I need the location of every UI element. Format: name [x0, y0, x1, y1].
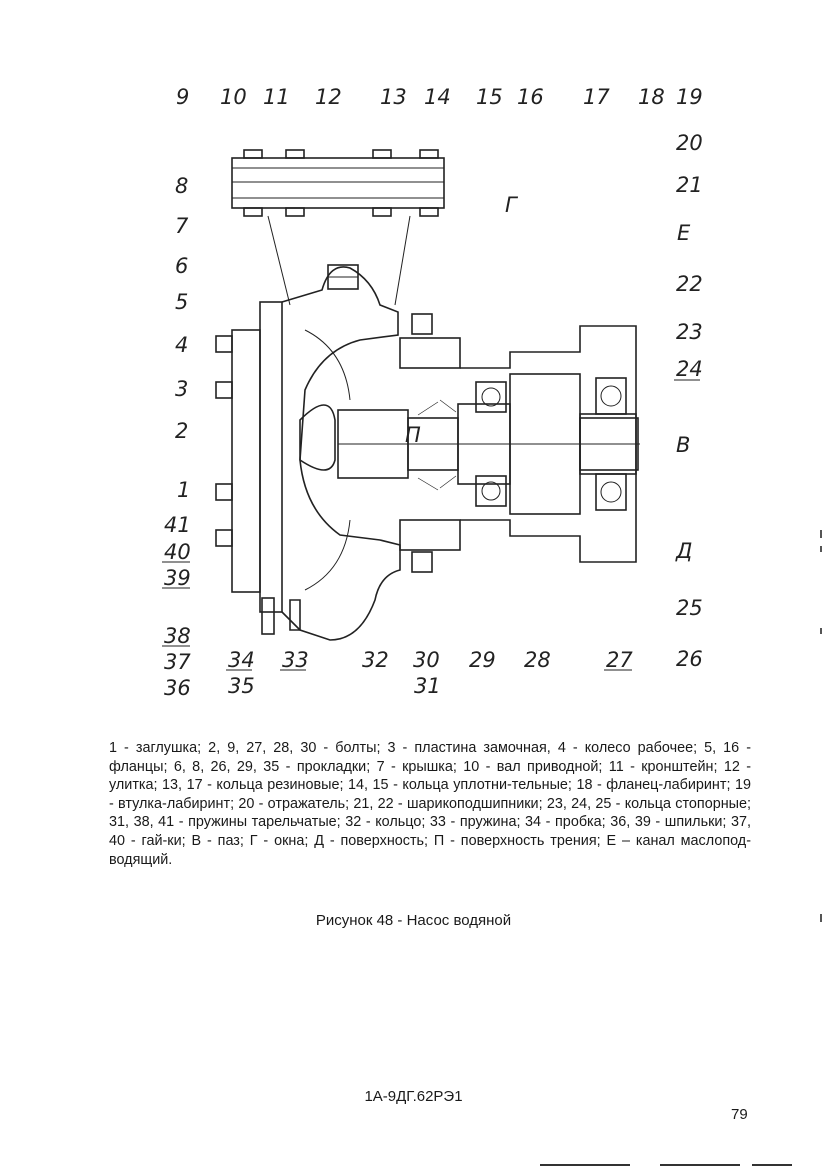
pump-drawing: 9 10 11 12 13 14 15 16 17 18 19 8 7 6 5 … — [162, 85, 703, 700]
callout-34: 34 — [228, 648, 255, 672]
figure-legend: 1 - заглушка; 2, 9, 27, 28, 30 - болты; … — [109, 740, 751, 868]
callout-13: 13 — [380, 85, 407, 109]
callout-30: 30 — [413, 648, 440, 672]
callout-29: 29 — [469, 648, 496, 672]
label-friction-P: П — [405, 423, 421, 447]
callout-23: 23 — [676, 320, 703, 344]
callout-37: 37 — [164, 650, 191, 674]
callout-22: 22 — [676, 272, 703, 296]
callout-21: 21 — [676, 173, 703, 197]
callout-35: 35 — [228, 674, 255, 698]
callout-24: 24 — [676, 357, 703, 381]
callout-3: 3 — [175, 377, 188, 401]
callout-41: 41 — [164, 513, 191, 537]
callout-2: 2 — [175, 419, 188, 443]
callout-36: 36 — [164, 676, 191, 700]
callout-1: 1 — [177, 478, 190, 502]
callout-D: Д — [675, 539, 692, 563]
page-number: 79 — [731, 1106, 748, 1123]
callout-40: 40 — [164, 540, 191, 564]
callout-28: 28 — [524, 648, 551, 672]
callout-25: 25 — [676, 596, 703, 620]
callouts-top: 9 10 11 12 13 14 15 16 17 18 19 — [176, 85, 703, 109]
callout-19: 19 — [676, 85, 703, 109]
callout-27: 27 — [606, 648, 633, 672]
callout-33: 33 — [282, 648, 309, 672]
callouts-bottom: 34 35 33 32 30 31 29 28 27 — [228, 648, 633, 698]
callout-20: 20 — [676, 131, 703, 155]
callout-9: 9 — [176, 85, 189, 109]
callout-16: 16 — [517, 85, 544, 109]
callout-15: 15 — [476, 85, 503, 109]
callout-4: 4 — [175, 333, 188, 357]
figure-caption: Рисунок 48 - Насос водяной — [315, 912, 512, 929]
callout-12: 12 — [315, 85, 342, 109]
callout-26: 26 — [676, 647, 703, 671]
top-flange-assembly — [231, 149, 445, 306]
callout-11: 11 — [263, 85, 290, 109]
callout-31: 31 — [414, 674, 441, 698]
shaft-assembly — [337, 313, 640, 573]
pump-housing — [215, 264, 401, 641]
callout-38: 38 — [164, 624, 191, 648]
callout-17: 17 — [583, 85, 610, 109]
callout-E: Е — [677, 221, 691, 245]
callout-14: 14 — [424, 85, 451, 109]
callout-10: 10 — [220, 85, 247, 109]
callout-6: 6 — [175, 254, 188, 278]
callout-8: 8 — [175, 174, 188, 198]
scan-footer-marks — [0, 1162, 827, 1169]
document-number: 1А-9ДГ.62РЭ1 — [364, 1088, 463, 1105]
callout-32: 32 — [362, 648, 389, 672]
callout-39: 39 — [164, 566, 191, 590]
callout-18: 18 — [638, 85, 665, 109]
callout-7: 7 — [175, 214, 189, 238]
callouts-right: 20 21 Е 22 23 24 В Д 25 26 — [675, 131, 703, 671]
callout-V: В — [676, 433, 690, 457]
callout-5: 5 — [175, 290, 188, 314]
callouts-left: 8 7 6 5 4 3 2 1 41 40 39 38 37 36 — [164, 174, 191, 700]
label-window-G: Г — [505, 193, 519, 217]
